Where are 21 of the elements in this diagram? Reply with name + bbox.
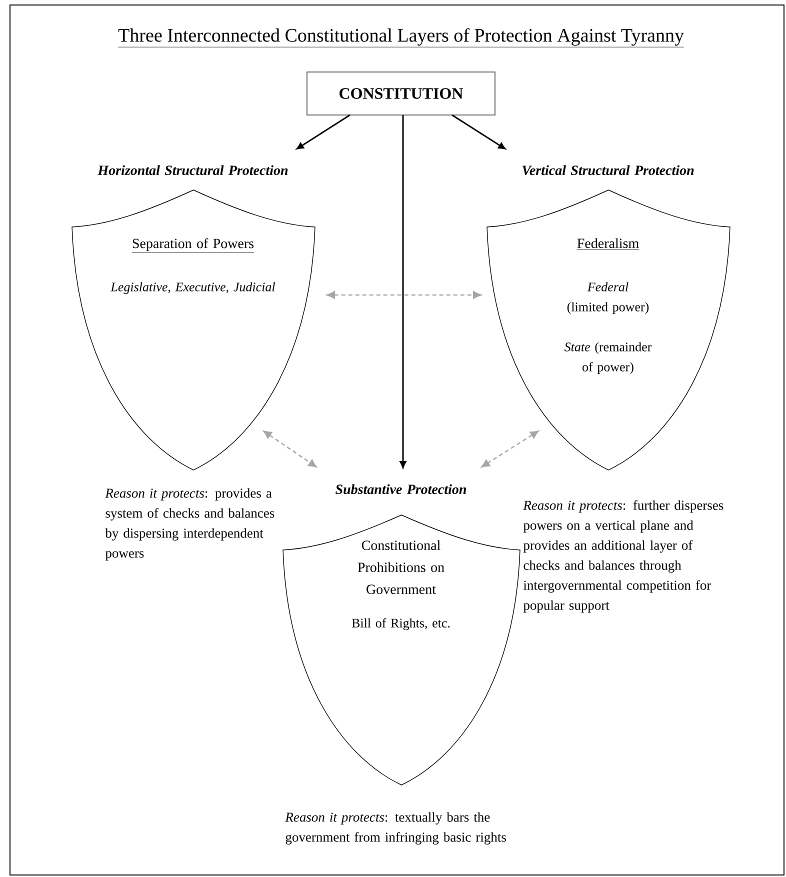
shield-text: Legislative, Executive, Judicial	[110, 282, 276, 294]
reason-text: Reason it protects: provides a system of checks and balances by dispersing interdependent powers	[105, 488, 274, 560]
arrow	[263, 430, 317, 468]
shield-text: State (remainder of power)	[564, 342, 652, 374]
shield-heading: Substantive Protection	[336, 484, 466, 494]
shield-title: Constitutional Prohibitions on Government	[358, 540, 444, 594]
arrow	[481, 430, 539, 468]
arrow	[452, 114, 506, 150]
shield-heading: Vertical Structural Protection	[522, 165, 694, 176]
title: Three Interconnected Constitutional Layers of Protection Against Tyranny	[118, 28, 684, 48]
shield-title: Separation of Powers	[132, 238, 254, 253]
arrow	[296, 114, 350, 150]
reason-text: Reason it protects: textually bars the government from infringing basic rights	[285, 812, 506, 844]
reason-text: Reason it protects: further disperses powers on a vertical plane and provides an additional layer of checks and balances through intergovernmental competition for popular support	[523, 500, 724, 613]
shield-text: Bill of Rights, etc.	[352, 618, 450, 630]
arrow	[326, 291, 482, 299]
shield-title: Federalism	[576, 238, 640, 250]
shield-text: Federal (limited power)	[567, 282, 649, 314]
shield-heading: Horizontal Structural Protection	[98, 165, 288, 176]
constitution-box: CONSTITUTION	[306, 72, 496, 116]
arrow	[400, 115, 406, 468]
